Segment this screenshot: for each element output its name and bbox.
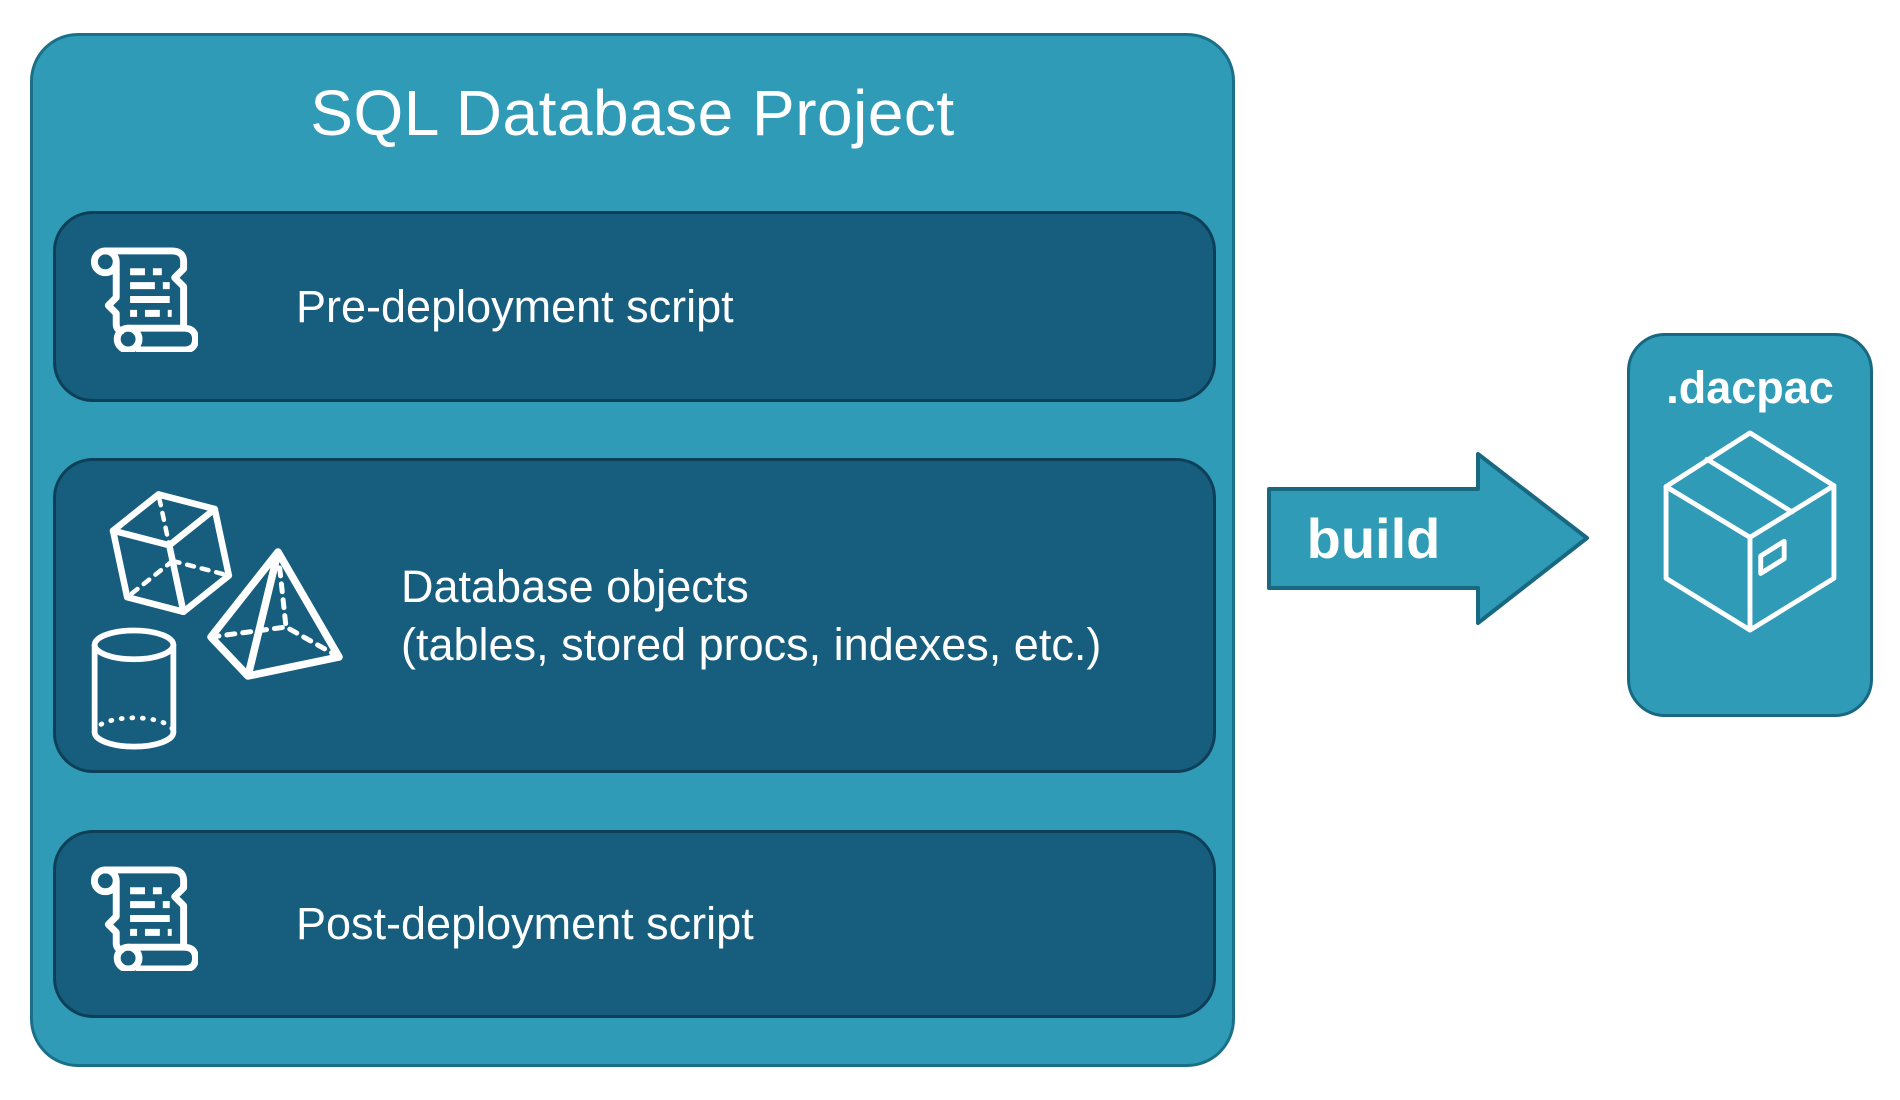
row-database-objects: Database objects (tables, stored procs, … xyxy=(53,458,1216,773)
project-title: SQL Database Project xyxy=(310,77,955,149)
dacpac-label: .dacpac xyxy=(1666,362,1834,413)
sql-database-project-container: SQL Database Project Pre-deployment scri… xyxy=(30,33,1235,1067)
build-arrow-label: build xyxy=(1306,507,1441,570)
database-objects-line1: Database objects xyxy=(401,560,749,612)
dacpac-output-container: .dacpac xyxy=(1627,333,1873,717)
database-objects-line2: (tables, stored procs, indexes, etc.) xyxy=(401,618,1102,670)
package-icon xyxy=(1662,430,1838,633)
row-post-deployment-script: Post-deployment script xyxy=(53,830,1216,1018)
scroll-icon xyxy=(84,241,198,352)
scroll-icon xyxy=(84,860,198,971)
pyramid-icon xyxy=(206,547,346,681)
database-objects-label: Database objects (tables, stored procs, … xyxy=(401,558,1101,674)
pre-deployment-label: Pre-deployment script xyxy=(296,280,734,332)
row-pre-deployment-script: Pre-deployment script xyxy=(53,211,1216,402)
cylinder-icon xyxy=(86,624,182,755)
post-deployment-label: Post-deployment script xyxy=(296,898,754,949)
build-arrow xyxy=(1267,452,1589,625)
